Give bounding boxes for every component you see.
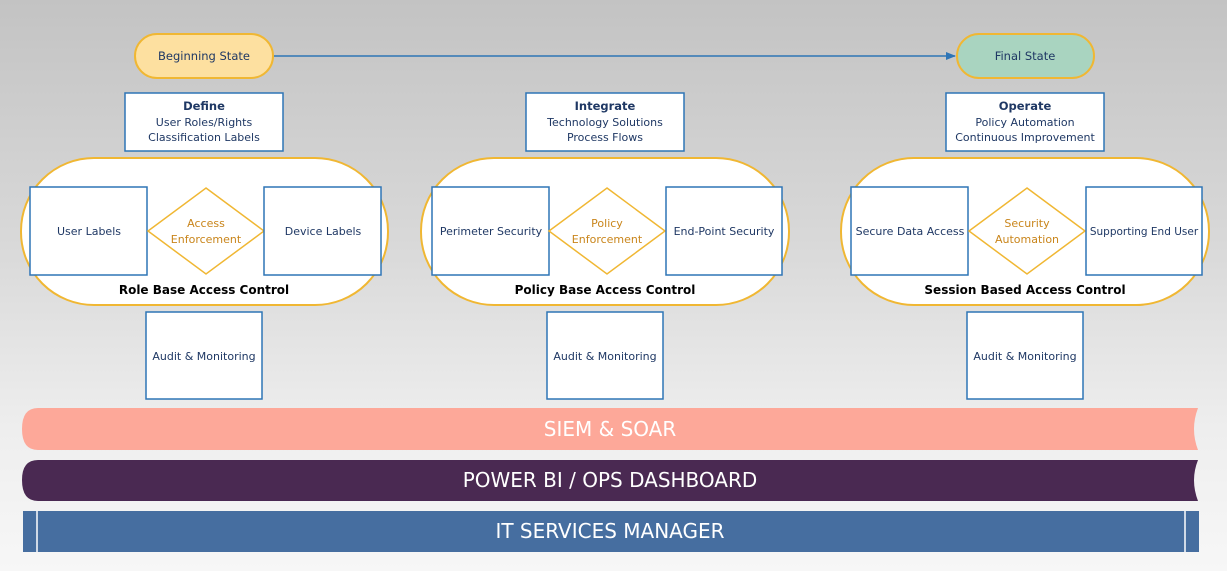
siem-soar-label: SIEM & SOAR (544, 417, 677, 441)
phase-box-operate (945, 92, 1105, 152)
phase-title: Operate (999, 99, 1052, 113)
phase-title: Integrate (575, 99, 636, 113)
left-box-label: Perimeter Security (440, 225, 543, 238)
left-box (850, 186, 969, 276)
audit-box (145, 311, 263, 400)
final-state-label: Final State (995, 49, 1056, 63)
left-box (29, 186, 148, 276)
audit-label: Audit & Monitoring (973, 350, 1076, 363)
phase-line: User Roles/Rights (156, 116, 253, 129)
right-box-label: Supporting End User (1090, 226, 1199, 238)
diamond-label: Security (1004, 217, 1050, 230)
diamond (967, 187, 1087, 275)
phase-line: Classification Labels (148, 131, 260, 144)
power-bi-label: POWER BI / OPS DASHBOARD (463, 468, 758, 492)
right-box-label: Device Labels (285, 225, 362, 238)
phase-title: Define (183, 99, 225, 113)
audit-label: Audit & Monitoring (152, 350, 255, 363)
diamond-label: Enforcement (171, 233, 242, 246)
phase-line: Continuous Improvement (955, 131, 1095, 144)
left-box-label: Secure Data Access (856, 225, 965, 238)
control-caption: Role Base Access Control (119, 283, 289, 297)
power-bi-band: POWER BI / OPS DASHBOARD (22, 460, 1198, 501)
diamond (547, 187, 667, 275)
left-box-label: User Labels (57, 225, 121, 238)
diamond-label: Access (187, 217, 225, 230)
it-services-label: IT SERVICES MANAGER (495, 519, 724, 543)
diamond-label: Automation (995, 233, 1059, 246)
siem-soar-band: SIEM & SOAR (22, 408, 1198, 450)
diamond-label: Policy (591, 217, 623, 230)
final-state: Final State (956, 33, 1095, 79)
phase-line: Technology Solutions (546, 116, 663, 129)
phase-box-integrate (525, 92, 685, 152)
phase-line: Policy Automation (975, 116, 1074, 129)
control-caption: Policy Base Access Control (515, 283, 696, 297)
stage-session-based: Operate Policy Automation Continuous Imp… (840, 92, 1210, 400)
audit-box (546, 311, 664, 400)
audit-label: Audit & Monitoring (553, 350, 656, 363)
right-box (1085, 186, 1203, 276)
phase-box-define (124, 92, 284, 152)
beginning-state-label: Beginning State (158, 49, 250, 63)
stage-role-based: Define User Roles/Rights Classification … (20, 92, 389, 400)
stage-policy-based: Integrate Technology Solutions Process F… (420, 92, 790, 400)
diamond-label: Enforcement (572, 233, 643, 246)
right-box-label: End-Point Security (674, 225, 775, 238)
beginning-state: Beginning State (134, 33, 274, 79)
it-services-band: IT SERVICES MANAGER (23, 511, 1199, 552)
right-box (263, 186, 382, 276)
control-caption: Session Based Access Control (924, 283, 1125, 297)
diamond (146, 187, 266, 275)
audit-box (966, 311, 1084, 400)
phase-line: Process Flows (567, 131, 643, 144)
right-box (665, 186, 783, 276)
